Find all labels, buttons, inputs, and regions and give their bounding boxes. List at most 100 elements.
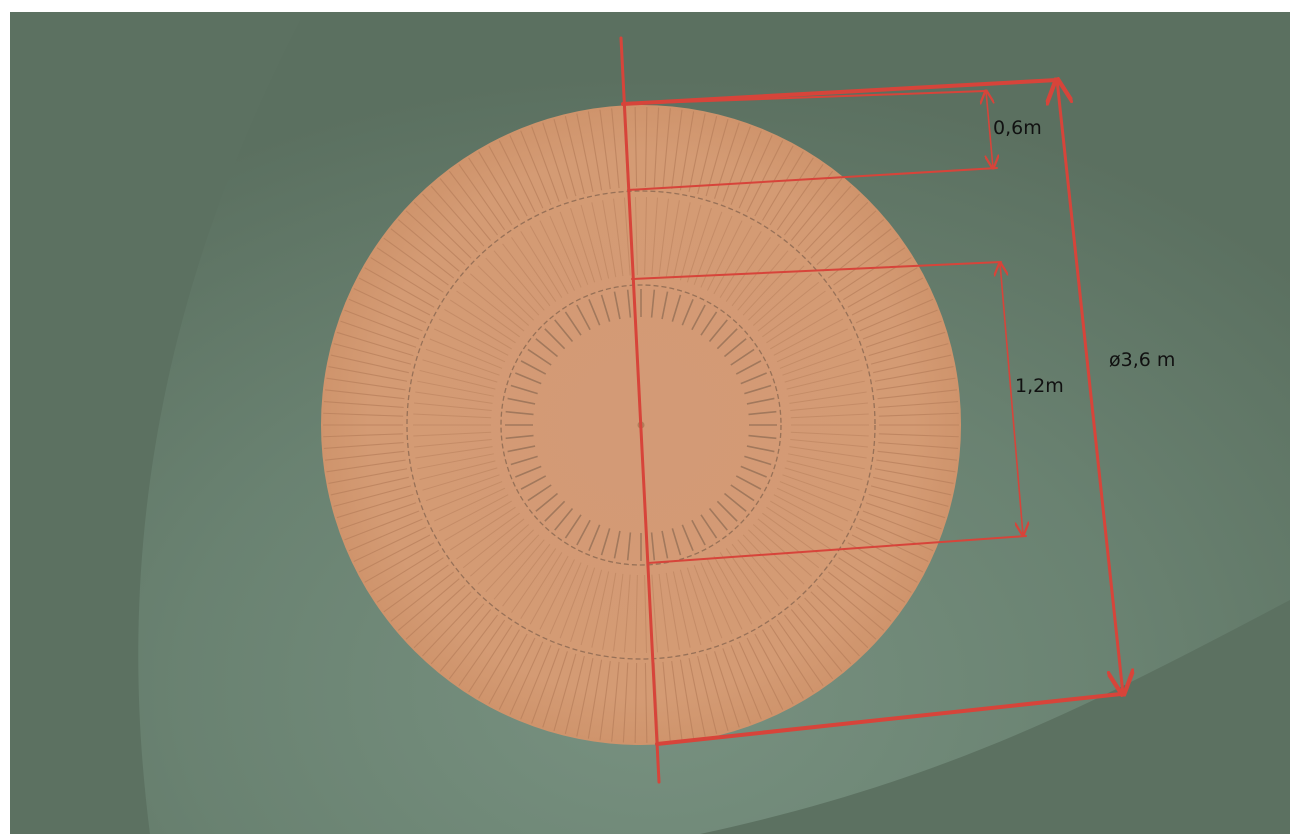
outer-slat [843,549,912,593]
inner-slat [661,530,669,559]
outer-slat [679,659,695,739]
inner-slat [716,500,738,522]
inner-slat [554,507,574,531]
middle-slat [782,474,857,502]
outer-slat [376,557,444,603]
outer-slat [762,151,804,221]
middle-slat [425,474,500,502]
middle-slat [613,573,624,652]
outer-slat [855,526,929,562]
outer-slat [878,442,959,450]
outer-slat [790,609,843,672]
outer-slat [730,130,762,205]
outer-slat [827,571,892,622]
outer-slat [364,542,435,583]
middle-slat [529,555,569,625]
middle-slat [766,299,832,344]
middle-slat [651,197,659,276]
middle-slat [539,559,575,630]
inner-slat [510,384,538,395]
middle-slat [429,481,503,512]
middle-slat [737,250,789,311]
middle-slat [773,318,844,356]
inner-slat [515,372,542,385]
outer-slat [697,116,718,194]
middle-slat [788,380,865,397]
outer-slat [851,277,924,316]
inner-slat [681,299,694,326]
middle-slat [790,438,868,448]
outer-slat [364,267,435,308]
middle-slat [444,500,512,542]
outer-slat [804,597,860,657]
middle-slat [549,562,582,635]
inner-slat [681,524,694,551]
outer-slat [697,656,718,734]
outer-slat [358,534,431,573]
inner-slat [505,410,534,416]
outer-slat [488,633,528,705]
inner-slat [744,455,772,466]
inner-slat [748,410,777,416]
outer-slat [810,591,869,649]
inner-groove [500,284,782,566]
middle-slat [770,500,838,542]
outer-slat [576,113,594,193]
inner-slat [716,328,738,350]
outer-slat [855,288,929,324]
outer-slat [714,122,740,199]
middle-ring-slats [413,197,869,653]
middle-slat [539,220,575,291]
middle-slat [665,200,680,278]
inner-slat [510,455,538,466]
outer-slat [458,619,506,686]
inner-bottom-ext [647,535,1027,564]
inner-slat [576,304,591,331]
middle-slat [502,243,551,307]
outer-slat [323,400,404,408]
outer-slat [413,201,472,259]
middle-slat [414,402,492,412]
outer-slat [330,354,409,374]
middle-slat [786,369,863,390]
outer-slat [478,629,520,699]
middle-slat [417,380,494,397]
middle-slat [570,567,596,642]
middle-slat [757,281,820,332]
middle-slat [752,273,812,326]
middle-slat [413,431,492,437]
inner-radius-label: 1,2m [1015,375,1064,397]
outer-slat [448,170,499,236]
outer-slat [873,476,952,496]
diameter-label: ø3,6 m [1109,349,1175,371]
middle-slat [731,243,780,307]
outer-slat [448,614,499,680]
outer-slat [868,493,946,519]
outer-slat [833,237,899,286]
inner-slat [515,465,542,478]
outer-slat [498,140,536,213]
middle-slat [511,548,557,613]
outer-slat [878,400,959,408]
inner-slat [708,319,728,343]
inner-slat [650,289,656,318]
outer-slat [542,122,568,199]
middle-slat [786,460,863,481]
inner-slat [520,360,547,375]
outer-slat [370,257,439,301]
outer-slat [865,502,942,530]
middle-slat [444,308,512,350]
outer-slat [328,468,408,484]
outer-slat [430,603,485,665]
outer-slat [822,219,885,272]
middle-slat [470,273,530,326]
inner-slat [671,294,682,322]
middle-slat [713,225,753,295]
diameter-dimension-line [1057,80,1123,694]
bottom-extension-line [655,692,1123,746]
inner-slat [564,311,582,336]
outer-slat [878,433,959,438]
inner-slat [527,348,552,366]
outer-slat [797,603,852,665]
